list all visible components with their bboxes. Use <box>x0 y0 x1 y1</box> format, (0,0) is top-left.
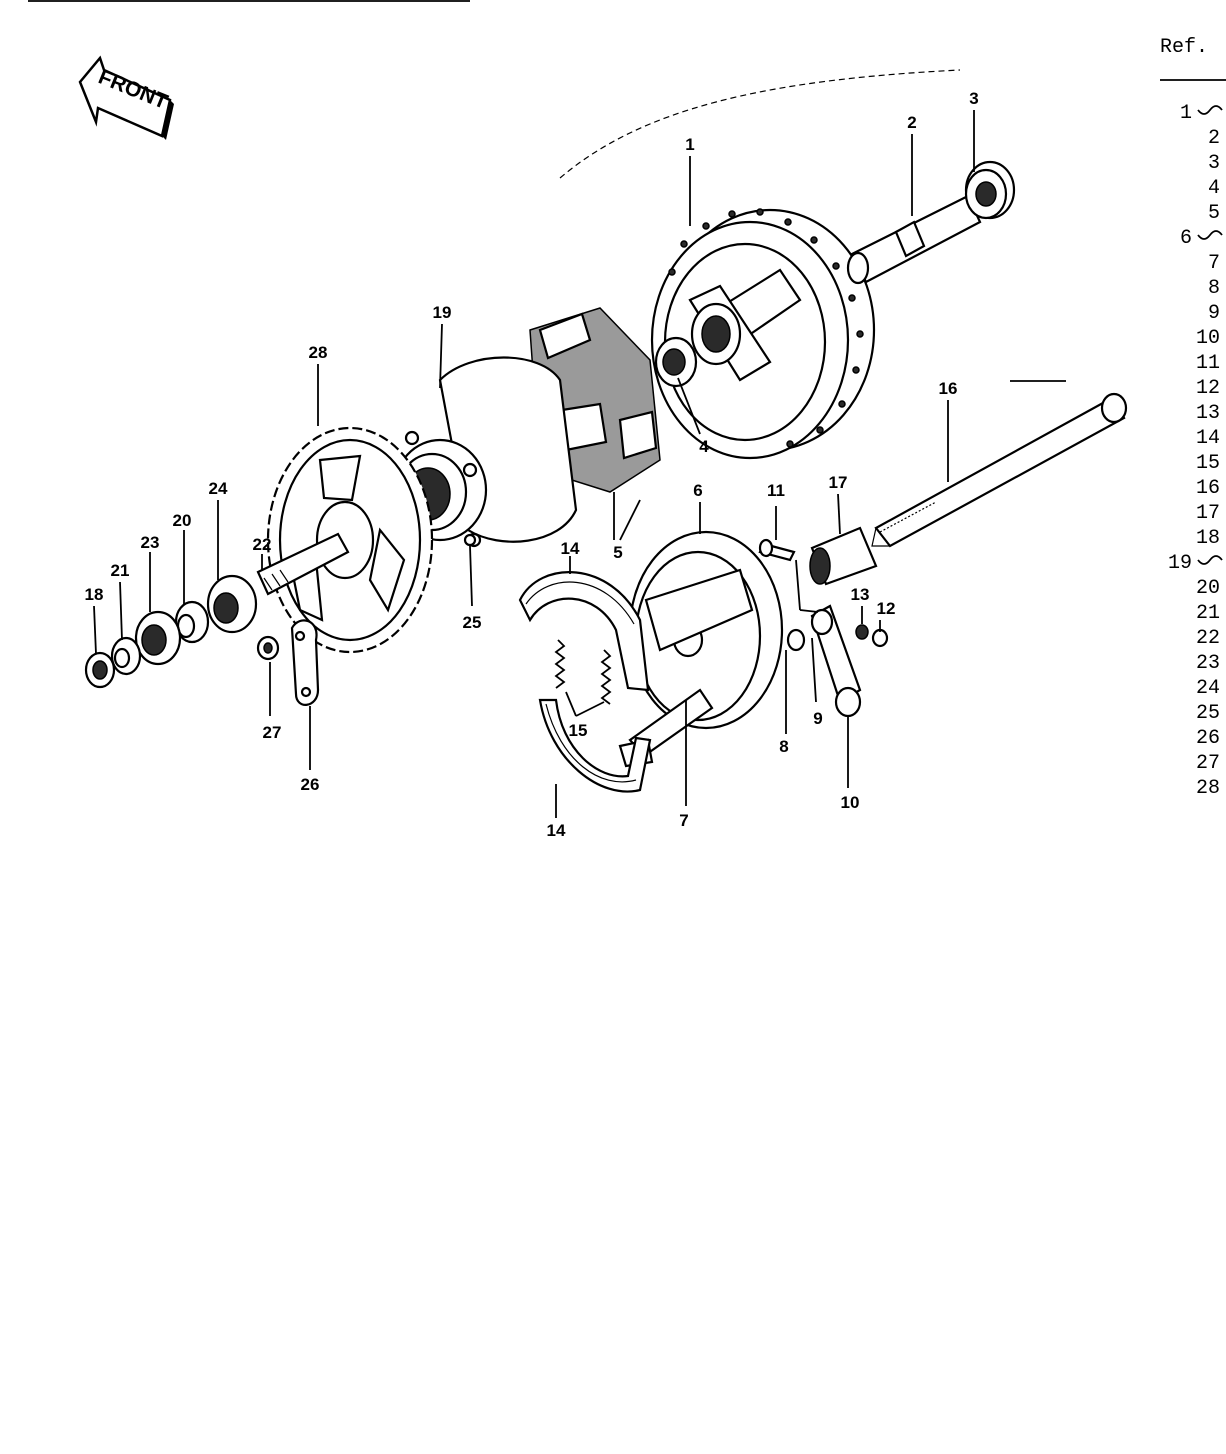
ref-number-10: 10 <box>1196 327 1220 350</box>
hub-spoke-holes <box>668 208 864 448</box>
callout-16: 16 <box>939 379 958 398</box>
ref-number-11: 11 <box>1196 352 1220 375</box>
callout-14-upper: 14 <box>561 539 580 558</box>
oil-seal <box>134 610 182 666</box>
callout-10: 10 <box>841 793 860 812</box>
ref-number-16: 16 <box>1196 477 1220 500</box>
brake-springs <box>554 639 612 705</box>
callout-2: 2 <box>907 113 916 132</box>
callout-5: 5 <box>613 543 622 562</box>
ref-number-18: 18 <box>1196 527 1220 550</box>
wheel-hub <box>650 208 876 460</box>
lock-plate <box>290 619 320 706</box>
callout-28: 28 <box>309 343 328 362</box>
ref-number-1: 1 <box>1180 102 1192 125</box>
collar-20 <box>174 600 210 644</box>
hub-bolt <box>463 533 477 547</box>
front-arrow-icon: FRONT <box>78 55 174 140</box>
guide-curve <box>559 69 961 179</box>
washer-8 <box>786 628 806 652</box>
ref-number-24: 24 <box>1196 677 1220 700</box>
ref-number-4: 4 <box>1208 177 1220 200</box>
sprocket-nut <box>84 651 116 689</box>
ref-number-5: 5 <box>1208 202 1220 225</box>
ref-number-8: 8 <box>1208 277 1220 300</box>
collar-21 <box>110 636 142 676</box>
callout-8: 8 <box>779 737 788 756</box>
callout-17: 17 <box>829 473 848 492</box>
ref-number-13: 13 <box>1196 402 1220 425</box>
hub-bearing <box>654 336 698 388</box>
ref-number-14: 14 <box>1196 427 1220 450</box>
callout-14-lower: 14 <box>547 821 566 840</box>
callout-26: 26 <box>301 775 320 794</box>
ref-rows: 1234567891011121314151617181920212223242… <box>1168 102 1223 800</box>
leader-lines <box>93 110 975 818</box>
rear-axle <box>871 380 1128 548</box>
ref-number-23: 23 <box>1196 652 1220 675</box>
wheel-spacer <box>846 194 982 285</box>
ref-number-12: 12 <box>1196 377 1220 400</box>
callout-12: 12 <box>877 599 896 618</box>
callout-18: 18 <box>85 585 104 604</box>
callout-4: 4 <box>699 437 709 456</box>
callout-27: 27 <box>263 723 282 742</box>
callout-23: 23 <box>141 533 160 552</box>
callout-24: 24 <box>209 479 228 498</box>
ref-number-19: 19 <box>1168 552 1192 575</box>
callout-9: 9 <box>813 709 822 728</box>
callout-21: 21 <box>111 561 130 580</box>
axle-collar <box>809 526 878 586</box>
callout-22: 22 <box>253 535 272 554</box>
right-bearing <box>964 160 1016 220</box>
washer-13 <box>855 624 869 640</box>
nut-27 <box>256 635 280 661</box>
callout-3: 3 <box>969 89 978 108</box>
ref-range-tilde-19 <box>1197 555 1223 565</box>
ref-number-25: 25 <box>1196 702 1220 725</box>
reference-table: Ref. 12345678910111213141516171819202122… <box>1160 36 1226 800</box>
callout-13: 13 <box>851 585 870 604</box>
brake-shoe-lower <box>538 698 652 793</box>
callout-19: 19 <box>433 303 452 322</box>
callout-15: 15 <box>569 721 588 740</box>
ref-number-15: 15 <box>1196 452 1220 475</box>
ref-number-9: 9 <box>1208 302 1220 325</box>
ref-number-3: 3 <box>1208 152 1220 175</box>
sprocket-stud <box>256 532 350 596</box>
brake-arm <box>810 604 862 718</box>
callout-20: 20 <box>173 511 192 530</box>
callout-1: 1 <box>685 135 694 154</box>
callout-6: 6 <box>693 481 702 500</box>
callout-7: 7 <box>679 811 688 830</box>
ref-number-17: 17 <box>1196 502 1220 525</box>
ref-number-22: 22 <box>1196 627 1220 650</box>
ref-number-6: 6 <box>1180 227 1192 250</box>
ref-number-21: 21 <box>1196 602 1220 625</box>
ref-range-tilde-1 <box>1197 105 1223 115</box>
ref-number-28: 28 <box>1196 777 1220 800</box>
sprocket-bearing <box>206 574 258 634</box>
callout-labels: 1 2 3 4 5 6 7 8 9 10 11 12 13 14 14 15 1… <box>85 89 979 840</box>
bolt-11 <box>758 538 796 562</box>
callout-25: 25 <box>463 613 482 632</box>
ref-range-tilde-6 <box>1197 230 1223 240</box>
ref-number-27: 27 <box>1196 752 1220 775</box>
ref-number-26: 26 <box>1196 727 1220 750</box>
rear-sprocket <box>266 426 434 654</box>
callout-11: 11 <box>767 481 785 500</box>
nut-12 <box>871 628 889 648</box>
ref-number-7: 7 <box>1208 252 1220 275</box>
ref-number-20: 20 <box>1196 577 1220 600</box>
brake-shoe-upper <box>518 571 650 692</box>
ref-header: Ref. <box>1160 36 1208 59</box>
ref-number-2: 2 <box>1208 127 1220 150</box>
